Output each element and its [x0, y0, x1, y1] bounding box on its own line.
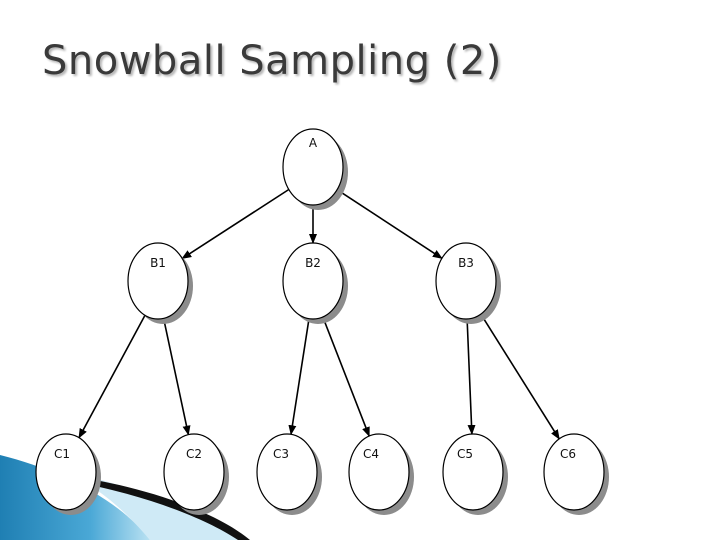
node-circle [348, 433, 410, 511]
edge-a-b1 [181, 188, 290, 260]
node-label: C1 [54, 447, 70, 461]
node-a: A [282, 128, 348, 210]
node-circle [435, 242, 497, 320]
node-label: C4 [363, 447, 379, 461]
node-c2: C2 [163, 433, 229, 515]
node-circle [35, 433, 97, 511]
edge-a-b3 [336, 189, 443, 259]
node-c4: C4 [348, 433, 414, 515]
node-label: B2 [305, 256, 321, 270]
node-c5: C5 [442, 433, 508, 515]
node-label: B3 [458, 256, 474, 270]
node-circle [163, 433, 225, 511]
node-circle [256, 433, 318, 511]
node-b2: B2 [282, 242, 348, 324]
edge-b1-c1 [78, 314, 146, 439]
node-label: C3 [273, 447, 289, 461]
node-circle [282, 242, 344, 320]
node-c3: C3 [256, 433, 322, 515]
edge-b2-c4 [322, 316, 370, 438]
slide-title: Snowball Sampling (2) [42, 38, 502, 84]
node-circle [282, 128, 344, 206]
node-c6: C6 [543, 433, 609, 515]
node-circle [543, 433, 605, 511]
edge-b3-c5 [466, 318, 476, 435]
node-label: C2 [186, 447, 202, 461]
edges-layer [78, 188, 560, 440]
node-label: C6 [560, 447, 576, 461]
node-c1: C1 [35, 433, 101, 515]
corner-wave-dark [95, 480, 250, 540]
edge-b3-c6 [480, 313, 560, 440]
node-label: A [309, 136, 318, 150]
node-b3: B3 [435, 242, 501, 324]
edge-b1-c2 [162, 318, 191, 436]
node-label: C5 [457, 447, 473, 461]
edge-b2-c3 [288, 318, 310, 436]
node-circle [127, 242, 189, 320]
node-b1: B1 [127, 242, 193, 324]
node-circle [442, 433, 504, 511]
node-label: B1 [150, 256, 166, 270]
